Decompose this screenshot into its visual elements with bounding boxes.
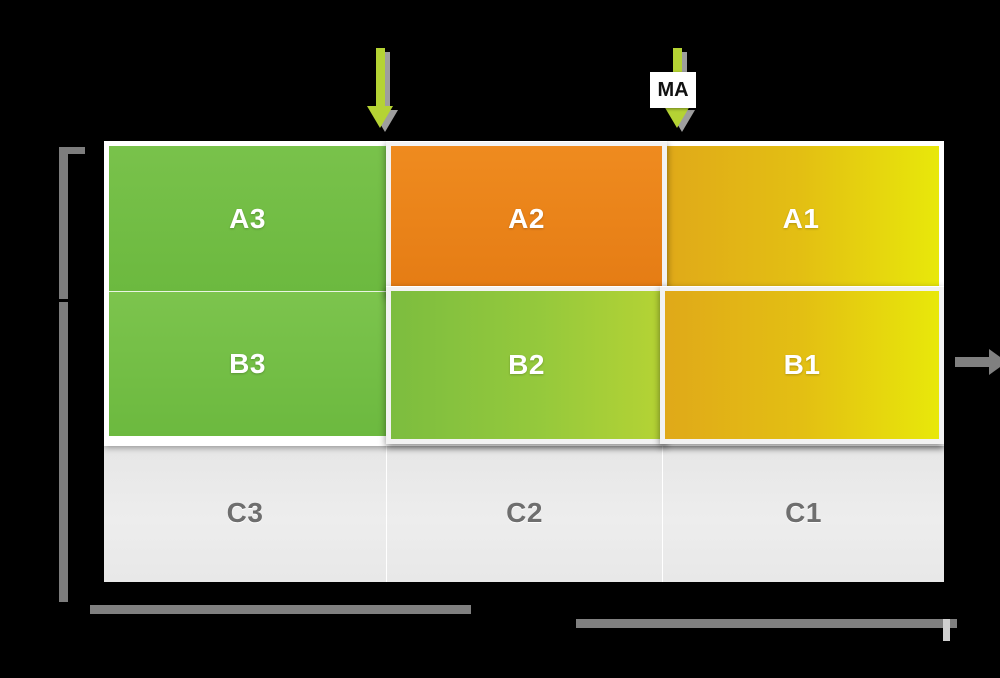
cell-c2[interactable]: C2 <box>386 444 662 582</box>
measure-tick-upper <box>59 147 85 154</box>
cell-c3[interactable]: C3 <box>104 444 386 582</box>
cell-a3[interactable]: A3 <box>109 146 386 291</box>
cell-c2-label: C2 <box>506 497 543 528</box>
matrix-grid: C3 C2 C1 A3 B3 A1 <box>104 141 944 582</box>
cell-b2-label: B2 <box>508 349 545 380</box>
matrix-label-chip: MA <box>650 72 696 108</box>
cell-a3-label: A3 <box>229 202 266 234</box>
cell-b3-label: B3 <box>229 348 266 379</box>
cell-b3[interactable]: B3 <box>109 291 386 436</box>
cell-a2-label: A2 <box>508 202 545 234</box>
cell-b1-label: B1 <box>783 349 821 380</box>
cell-b1-group[interactable]: B1 <box>660 286 944 444</box>
cell-c3-label: C3 <box>226 497 264 528</box>
measure-bar-left-lower <box>59 302 68 602</box>
cell-a1-label: A1 <box>782 202 820 234</box>
ab-rows-frame: A3 B3 A1 A2 B2 <box>104 141 944 446</box>
measure-bar-left-upper <box>59 147 68 299</box>
cell-b2[interactable]: B2 <box>391 291 662 439</box>
cell-b2-group[interactable]: B2 <box>386 286 667 444</box>
measure-bar-bottom-left <box>90 605 471 614</box>
arrow-right-indicator <box>955 349 1000 375</box>
cell-c1-label: C1 <box>785 497 822 528</box>
cell-c1[interactable]: C1 <box>662 444 944 582</box>
measure-tick-bottom-right <box>943 619 950 641</box>
arrow-down-primary-1 <box>367 48 393 128</box>
cell-a1[interactable]: A1 <box>662 146 939 291</box>
measure-bar-bottom-right <box>576 619 957 628</box>
cell-a2[interactable]: A2 <box>391 146 662 291</box>
row-c: C3 C2 C1 <box>104 444 944 582</box>
cell-a2-group[interactable]: A2 <box>386 141 667 296</box>
matrix-label-chip-text: MA <box>657 78 689 101</box>
cell-b1[interactable]: B1 <box>665 291 939 439</box>
